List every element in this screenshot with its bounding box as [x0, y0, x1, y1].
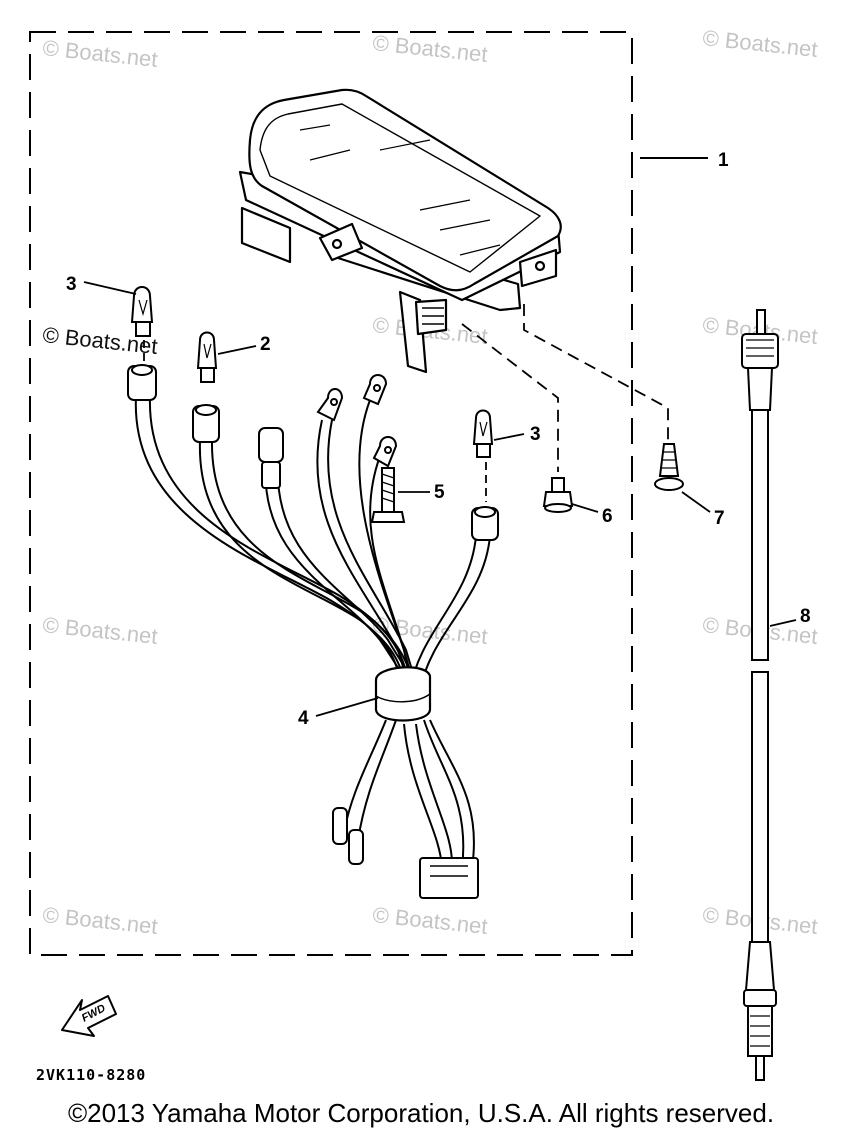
callout-7: 7	[714, 508, 725, 529]
ring-terminals	[316, 374, 398, 468]
bullet-connectors	[332, 807, 364, 865]
callout-1: 1	[718, 150, 729, 171]
leader-line	[217, 345, 257, 355]
callouts: 1 2 3 3 4 5 6 7 8	[66, 150, 811, 729]
copyright-notice: ©2013 Yamaha Motor Corporation, U.S.A. A…	[67, 1098, 775, 1128]
bulb-part-3-right	[472, 409, 494, 458]
grommet-part-7	[654, 443, 684, 491]
leader-line	[571, 503, 599, 513]
bulb-part-3-left	[130, 286, 154, 337]
leader-line	[461, 323, 559, 472]
screw-part-6	[542, 477, 574, 513]
watermark: © Boats.net	[701, 25, 818, 62]
watermark: © Boats.net	[41, 902, 158, 939]
leader-line	[315, 697, 379, 717]
callout-2: 2	[260, 334, 271, 355]
assembly-boundary	[29, 31, 633, 956]
watermark: © Boats.net	[371, 902, 488, 939]
leader-line	[83, 281, 137, 295]
diagram-code: 2VK110-8280	[36, 1066, 146, 1084]
watermark: © Boats.net	[41, 612, 158, 649]
callout-6: 6	[602, 506, 613, 527]
leader-line	[493, 433, 525, 441]
harness-clamp	[374, 666, 432, 722]
meter-cable-part-8	[741, 309, 779, 1081]
callout-4: 4	[298, 708, 309, 729]
callout-3: 3	[530, 424, 541, 445]
clamp-line	[375, 693, 431, 703]
meter-housing	[238, 88, 562, 374]
leader-line	[523, 304, 669, 442]
multi-pin-coupler	[419, 857, 479, 899]
screw-part-5	[370, 467, 406, 523]
callout-8: 8	[800, 606, 811, 627]
leader-line	[681, 491, 711, 513]
callout-5: 5	[434, 482, 445, 503]
callout-3: 3	[66, 274, 77, 295]
bulb-part-2	[196, 331, 218, 383]
watermark: © Boats.net	[371, 30, 488, 67]
harness-sockets	[127, 364, 499, 541]
leader-line	[769, 619, 797, 627]
fwd-arrow-icon: FWD	[61, 995, 117, 1037]
watermark: © Boats.net	[41, 35, 158, 72]
